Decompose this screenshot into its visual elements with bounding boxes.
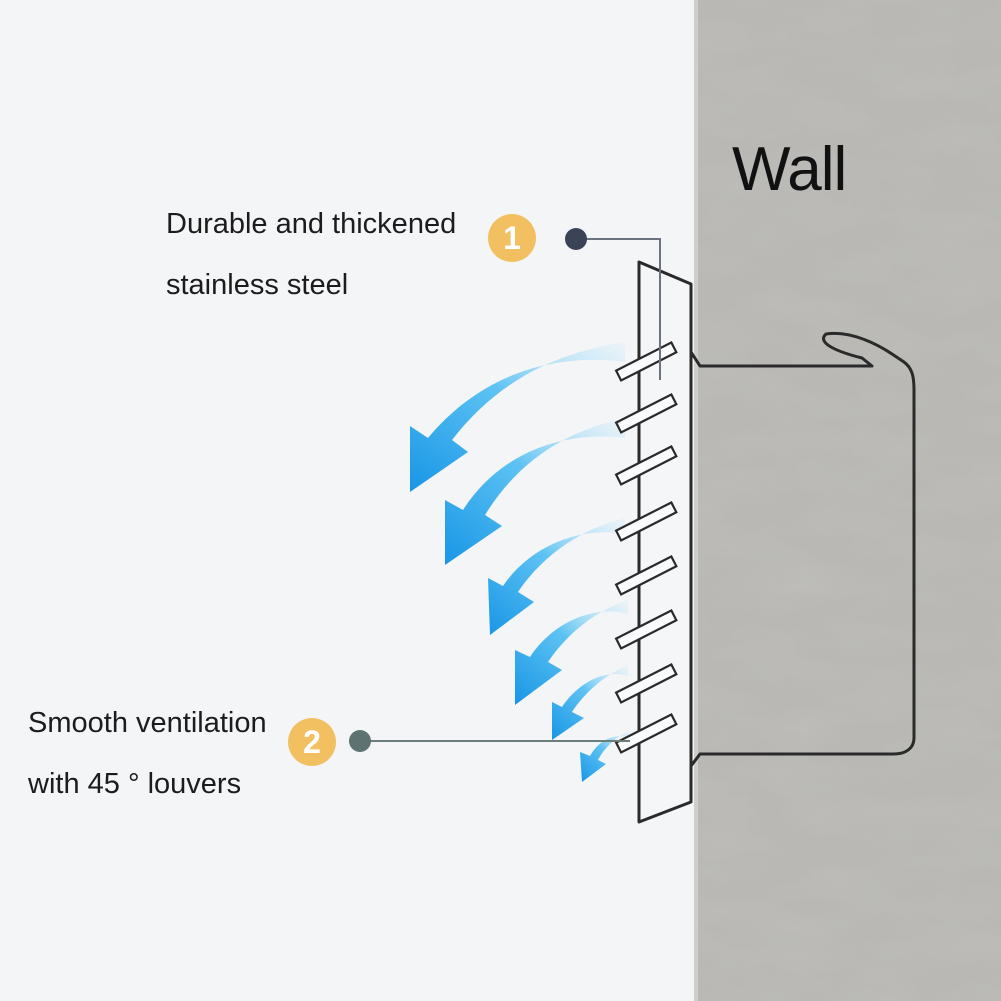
airflow-arrow <box>552 665 628 740</box>
callout-1-line-1: Durable and thickened <box>166 208 457 240</box>
airflow-arrow <box>515 600 628 705</box>
airflow-arrow <box>580 730 630 782</box>
airflow-arrows <box>410 342 630 782</box>
louver-slat <box>614 392 678 434</box>
louver-slat <box>614 500 678 542</box>
wall-label: Wall <box>732 135 847 204</box>
airflow-arrow <box>445 418 625 565</box>
louver-slat <box>614 444 678 486</box>
louver-slat <box>614 712 678 754</box>
louver-slat <box>614 340 678 382</box>
callout-badge-1: 1 <box>488 214 536 262</box>
louver-slat <box>614 608 678 650</box>
concrete-wall <box>694 0 1001 1001</box>
vent-duct <box>689 331 916 767</box>
leader-line-2 <box>349 730 630 752</box>
airflow-arrow <box>488 518 625 635</box>
callout-2-line-2: with 45 ° louvers <box>28 768 242 800</box>
louvers <box>614 340 678 754</box>
leader-dot-2 <box>349 730 371 752</box>
louver-slat <box>614 662 678 704</box>
leader-line-1 <box>565 228 661 380</box>
leader-dot-1 <box>565 228 587 250</box>
callout-1-line-2: stainless steel <box>166 269 349 301</box>
callout-badge-2: 2 <box>288 718 336 766</box>
callout-2-line-1: Smooth ventilation <box>28 707 267 739</box>
louver-slat <box>614 554 678 596</box>
airflow-arrow <box>410 342 625 492</box>
